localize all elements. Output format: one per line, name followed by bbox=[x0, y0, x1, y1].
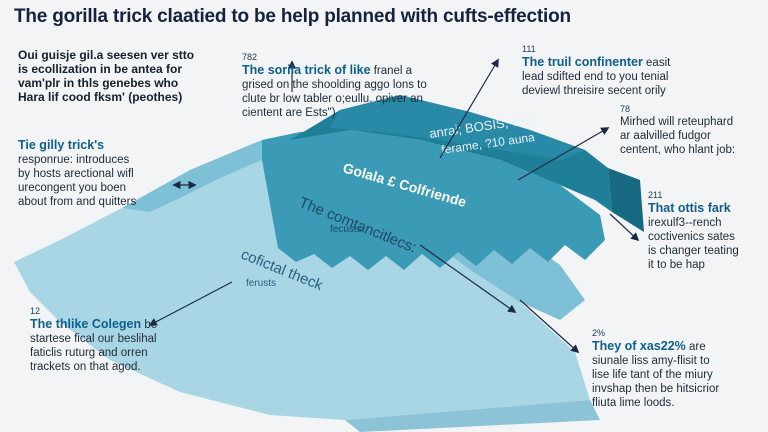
callout-line: lead sdifted end to you tenial bbox=[522, 71, 669, 83]
callout-line: ar aalvilled fudgor bbox=[620, 130, 711, 142]
callout-line: grised on the shoolding aggo lons to bbox=[242, 79, 427, 91]
callout-line: clute br low tabler o;eullu. opiver an bbox=[242, 93, 423, 105]
callout-arrow bbox=[148, 281, 233, 326]
intro-line: is ecollization in be antea for bbox=[18, 62, 183, 76]
callout-line: cientent are Ests") bbox=[242, 107, 336, 119]
callout-heading-rest: are bbox=[685, 341, 706, 353]
callout-arrow bbox=[419, 244, 517, 313]
callout-line: lise life tant of the miury bbox=[592, 369, 713, 381]
callout-right-upper: 78 Mirhed will reteuphard ar aalvilled f… bbox=[620, 104, 735, 157]
callout-line: faticlis ruturg and orren bbox=[30, 347, 148, 359]
callout-number: 12 bbox=[30, 306, 41, 316]
middle-layer bbox=[262, 130, 605, 270]
callout-line: deviewl threisire secent orily bbox=[522, 85, 666, 97]
callout-top-right: 111 The truil confinenter easit lead sdi… bbox=[522, 44, 670, 98]
callout-number: 111 bbox=[522, 44, 536, 54]
callout-right-bottom: 2% They of xas22% are siunale liss amy-f… bbox=[592, 328, 719, 410]
callout-number: 78 bbox=[620, 104, 631, 114]
callout-line: fliuta lime loods. bbox=[592, 397, 675, 409]
callout-arrow bbox=[519, 299, 580, 354]
callout-left-middle: Tie gilly trick's responrue: introduces … bbox=[18, 138, 136, 209]
page-title: The gorilla trick claatied to be help pl… bbox=[14, 6, 571, 27]
callout-line: by hosts arectional wifl bbox=[18, 168, 134, 180]
callout-heading-rest: easit bbox=[642, 57, 671, 69]
callout-line: Mirhed will reteuphard bbox=[620, 116, 734, 128]
callout-line: trackets on that agod. bbox=[30, 361, 141, 373]
base-layer bbox=[14, 140, 590, 420]
callout-heading: The truil confinenter bbox=[522, 55, 643, 69]
lower-layer-subtitle: fecusts bbox=[330, 224, 362, 235]
callout-line: siunale liss amy-flisit to bbox=[592, 355, 710, 367]
callout-line: centent, who hlant job: bbox=[620, 144, 736, 156]
callout-line: invshap then be hitsicrior bbox=[592, 383, 720, 395]
callout-line: about from and quitters bbox=[18, 196, 137, 208]
callout-top-center: 782 The sorila trick of like franel a gr… bbox=[242, 52, 427, 120]
intro-line: Hara lif cood fksm' (peothes) bbox=[18, 90, 183, 104]
callout-line: is changer teating bbox=[648, 245, 739, 257]
intro-text: Oui guisje gil.a seesen ver stto is ecol… bbox=[18, 48, 194, 104]
callout-number: 2% bbox=[592, 328, 606, 338]
callout-line: it to be hap bbox=[648, 259, 705, 271]
callout-line: coctivenics sates bbox=[648, 231, 735, 243]
top-layer-edge bbox=[608, 168, 644, 232]
callout-arrow bbox=[609, 213, 640, 242]
callout-number: 211 bbox=[648, 190, 663, 200]
callout-heading-rest: be bbox=[141, 319, 158, 331]
callout-heading: The sorila trick of like bbox=[242, 63, 371, 77]
callout-line: irexulf3--rench bbox=[648, 217, 722, 229]
callout-arrow bbox=[517, 127, 610, 181]
intro-line: Oui guisje gil.a seesen ver stto bbox=[18, 48, 195, 62]
base-layer-side bbox=[345, 400, 600, 432]
callout-line: startese fical our beslihal bbox=[30, 333, 157, 345]
callout-heading: Tie gilly trick's bbox=[18, 138, 105, 152]
callout-heading: That ottis fark bbox=[648, 201, 731, 215]
callout-number: 782 bbox=[242, 52, 258, 62]
callout-heading: They of xas22% bbox=[592, 339, 686, 353]
intro-line: vam'plr in thls genebes who bbox=[18, 76, 179, 90]
callout-arrow bbox=[439, 58, 499, 159]
callout-left-bottom: 12 The thlike Colegen be startese fical … bbox=[30, 306, 157, 374]
callout-heading: The thlike Colegen bbox=[30, 317, 142, 331]
callout-right-middle: 211 That ottis fark irexulf3--rench coct… bbox=[648, 190, 739, 272]
callout-line: urecongent you boen bbox=[18, 182, 127, 194]
callout-line: responrue: introduces bbox=[18, 154, 130, 166]
base-layer-subtitle: ferusts bbox=[246, 278, 276, 289]
callout-heading-rest: franel a bbox=[370, 65, 413, 77]
